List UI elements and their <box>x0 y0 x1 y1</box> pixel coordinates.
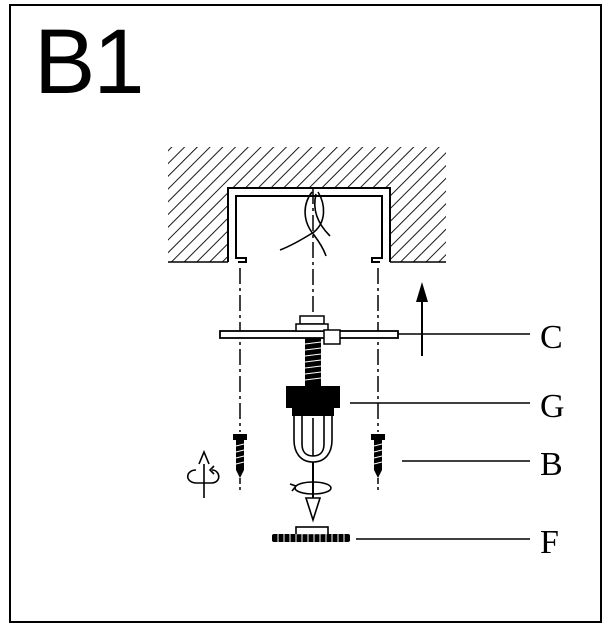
label-g: G <box>540 388 565 425</box>
light-bulb <box>293 416 333 463</box>
label-b: B <box>540 446 563 483</box>
top-nut <box>295 315 341 345</box>
label-c: C <box>540 319 563 356</box>
arrow-up-icon <box>416 282 428 356</box>
ceiling <box>168 147 446 263</box>
canopy-g <box>286 386 340 416</box>
rotate-arrow-icon <box>186 449 220 498</box>
mounting-plate-c <box>219 330 399 339</box>
guide-lines <box>239 188 379 432</box>
knob-f <box>272 526 350 542</box>
screw-right <box>371 434 385 490</box>
screw-left <box>233 434 247 490</box>
mounting-bracket <box>227 187 391 263</box>
leader-lines <box>350 333 530 540</box>
step-title: B1 <box>34 11 145 113</box>
down-arrow <box>304 462 322 523</box>
label-f: F <box>540 524 559 561</box>
threaded-rod <box>304 338 322 386</box>
ceiling-wires <box>279 191 331 257</box>
rotate-arrow-icon <box>289 481 332 495</box>
diagram-border <box>9 4 602 623</box>
